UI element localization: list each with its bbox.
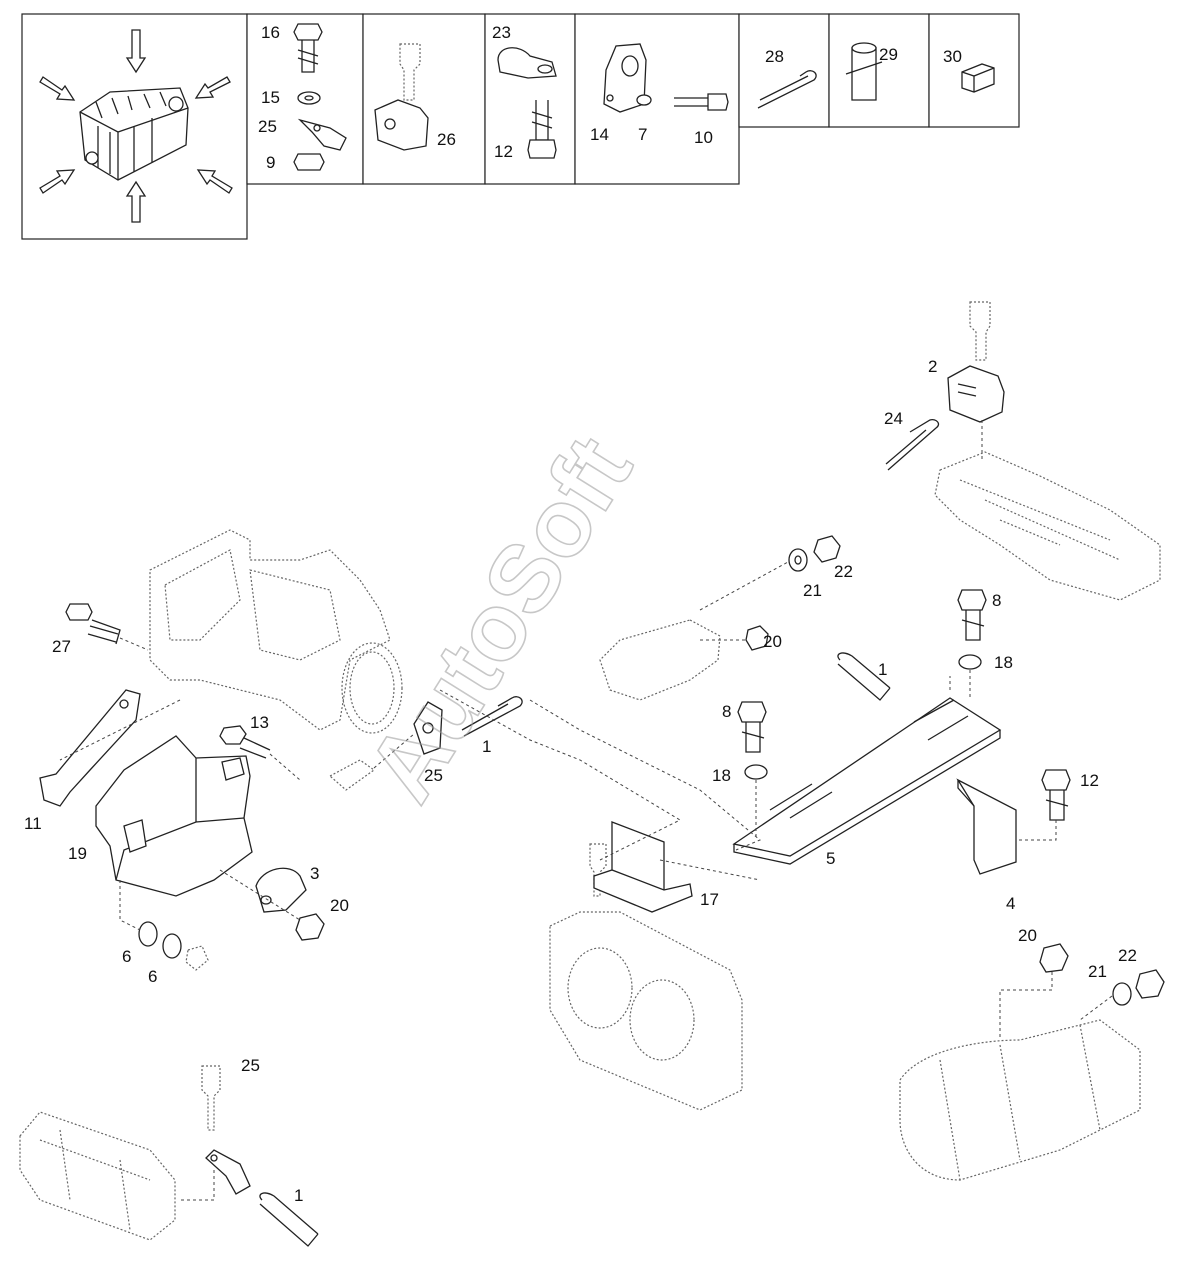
lower-right-assembly: 20 21 22 bbox=[899, 926, 1165, 1181]
exhaust-muffler bbox=[149, 529, 721, 734]
clamp-3-group: 3 20 6 6 bbox=[119, 864, 349, 986]
legend-label: 14 bbox=[590, 125, 609, 144]
legend-label: 23 bbox=[492, 23, 511, 42]
callout-label: 8 bbox=[722, 702, 731, 721]
washer-icon bbox=[297, 91, 321, 105]
legend-cell-sleeve-29: 29 bbox=[828, 13, 930, 128]
plate-icon bbox=[603, 43, 647, 113]
watermark: AutoSoft bbox=[347, 419, 652, 819]
bolt-27: 27 bbox=[52, 603, 149, 656]
callout-label: 20 bbox=[763, 632, 782, 651]
pin-icon bbox=[757, 70, 817, 109]
plate-and-pin-center: 25 1 bbox=[328, 696, 523, 791]
legend-cell-plate-14: 14 7 10 bbox=[574, 13, 740, 185]
plate-5: 5 bbox=[732, 697, 1002, 868]
bolts-8-18: 8 18 1 8 18 bbox=[712, 589, 1013, 840]
legend-cell-pin-28: 28 bbox=[738, 13, 830, 128]
bracket-2 bbox=[947, 365, 1005, 423]
callout-label: 24 bbox=[884, 409, 903, 428]
callout-label: 2 bbox=[928, 357, 937, 376]
nut-icon bbox=[293, 153, 325, 171]
callout-label: 1 bbox=[294, 1186, 303, 1205]
callout-label: 27 bbox=[52, 637, 71, 656]
nut-washer-group-upper: 22 21 20 bbox=[699, 535, 853, 651]
bracket-19: 19 bbox=[68, 735, 253, 897]
bolt-12: 12 bbox=[1016, 769, 1099, 841]
callout-label: 8 bbox=[992, 591, 1001, 610]
upper-right-assembly: 2 24 bbox=[884, 301, 1161, 601]
callout-label: 19 bbox=[68, 844, 87, 863]
screw-icon bbox=[707, 93, 729, 111]
legend-cell-clamp-23: 23 12 bbox=[484, 13, 576, 185]
callout-label: 25 bbox=[241, 1056, 260, 1075]
bolt-icon bbox=[293, 23, 323, 41]
callout-label: 21 bbox=[803, 581, 822, 600]
legend-cell-fasteners: 16 15 25 9 bbox=[246, 13, 364, 185]
callout-label: 18 bbox=[712, 766, 731, 785]
callout-label: 13 bbox=[250, 713, 269, 732]
callout-label: 3 bbox=[310, 864, 319, 883]
callout-label: 1 bbox=[482, 737, 491, 756]
legend-label: 12 bbox=[494, 142, 513, 161]
legend-label: 7 bbox=[638, 125, 647, 144]
legend-label: 9 bbox=[266, 153, 275, 172]
legend-label: 25 bbox=[258, 117, 277, 136]
legend-label: 26 bbox=[437, 130, 456, 149]
bracket-icon bbox=[374, 99, 429, 151]
callout-label: 6 bbox=[148, 967, 157, 986]
sleeve-icon bbox=[851, 47, 877, 101]
pin-24 bbox=[885, 418, 940, 471]
washer-icon bbox=[636, 94, 652, 106]
callout-label: 5 bbox=[826, 849, 835, 868]
legend-label: 16 bbox=[261, 23, 280, 42]
callout-label: 21 bbox=[1088, 962, 1107, 981]
legend-cell-connector-30: 30 bbox=[928, 13, 1020, 128]
gearbox-housing bbox=[549, 911, 743, 1111]
clamp-icon bbox=[497, 47, 557, 79]
callout-label: 25 bbox=[424, 766, 443, 785]
callout-label: 12 bbox=[1080, 771, 1099, 790]
callout-label: 20 bbox=[330, 896, 349, 915]
clip-icon bbox=[297, 118, 347, 151]
bracket-4: 4 bbox=[956, 778, 1017, 913]
connection-lines bbox=[59, 676, 951, 881]
callout-label: 18 bbox=[994, 653, 1013, 672]
lower-left-assembly: 25 1 bbox=[19, 1056, 319, 1247]
callout-label: 22 bbox=[1118, 946, 1137, 965]
callout-label: 1 bbox=[878, 660, 887, 679]
bolt-13: 13 bbox=[219, 713, 301, 781]
legend-label: 30 bbox=[943, 47, 962, 66]
bracket-11: 11 bbox=[24, 689, 141, 833]
legend-label: 29 bbox=[879, 45, 898, 64]
callout-label: 17 bbox=[700, 890, 719, 909]
legend-label: 15 bbox=[261, 88, 280, 107]
callout-label: 22 bbox=[834, 562, 853, 581]
legend-overview-box bbox=[21, 13, 248, 240]
legend-cell-bracket-26: 26 bbox=[362, 13, 486, 185]
callout-label: 20 bbox=[1018, 926, 1037, 945]
callout-label: 6 bbox=[122, 947, 131, 966]
callout-label: 4 bbox=[1006, 894, 1015, 913]
legend-label: 10 bbox=[694, 128, 713, 147]
legend-label: 28 bbox=[765, 47, 784, 66]
support-17: 17 bbox=[589, 821, 719, 913]
callout-label: 11 bbox=[24, 814, 42, 833]
